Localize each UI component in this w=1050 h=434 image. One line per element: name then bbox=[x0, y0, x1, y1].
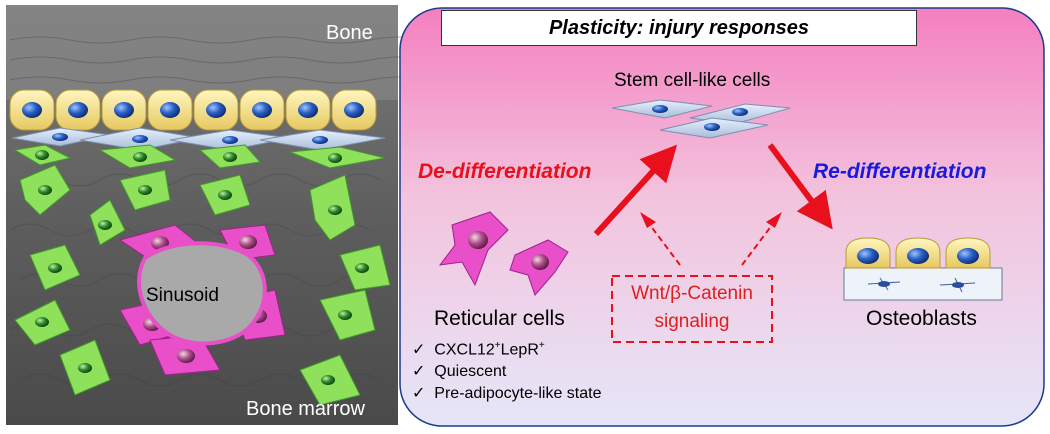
bone-marrow-label: Bone marrow bbox=[246, 398, 365, 420]
sinusoid-vessel bbox=[137, 241, 267, 346]
panel-title: Plasticity: injury responses bbox=[441, 10, 917, 46]
wnt-arrowheads bbox=[640, 212, 782, 228]
stem-cells-illustration bbox=[611, 99, 791, 139]
reticular-cells-label: Reticular cells bbox=[434, 307, 565, 330]
stem-cells-label: Stem cell-like cells bbox=[614, 70, 771, 91]
wnt-signaling-arrows bbox=[649, 224, 773, 266]
trait-item: ✓ CXCL12+LepR+ bbox=[412, 340, 545, 359]
osteoblasts-label: Osteoblasts bbox=[866, 307, 977, 330]
reticular-cells-illustration bbox=[438, 211, 569, 296]
reticular-traits-list: ✓ CXCL12+LepR+ ✓ Quiescent ✓ Pre-adipocy… bbox=[412, 335, 601, 405]
trait-item: ✓ Quiescent bbox=[412, 363, 507, 381]
checkmark-icon: ✓ bbox=[412, 341, 426, 359]
trait-item: ✓ Pre-adipocyte-like state bbox=[412, 385, 602, 403]
checkmark-icon: ✓ bbox=[412, 385, 426, 403]
bone-lining-osteoblasts bbox=[9, 89, 377, 131]
dedifferentiation-arrow bbox=[593, 144, 678, 237]
left-histology-panel bbox=[6, 5, 431, 425]
wnt-signaling-box bbox=[611, 275, 773, 343]
dedifferentiation-label: De-differentiation bbox=[418, 160, 592, 183]
redifferentiation-arrow bbox=[767, 143, 833, 230]
osteoblasts-illustration bbox=[843, 237, 1003, 301]
redifferentiation-label: Re-differentiation bbox=[813, 160, 987, 183]
bone-region bbox=[6, 5, 398, 100]
sinusoid-label: Sinusoid bbox=[146, 285, 219, 306]
wnt-signaling-label: Wnt/β-Catenin signaling bbox=[631, 283, 753, 332]
bone-label: Bone bbox=[326, 22, 373, 44]
green-reticular-cells bbox=[13, 144, 391, 406]
right-schema-panel bbox=[399, 7, 1045, 427]
panel-background bbox=[399, 7, 1045, 427]
checkmark-icon: ✓ bbox=[412, 363, 426, 381]
flat-lining-cells bbox=[11, 127, 386, 151]
